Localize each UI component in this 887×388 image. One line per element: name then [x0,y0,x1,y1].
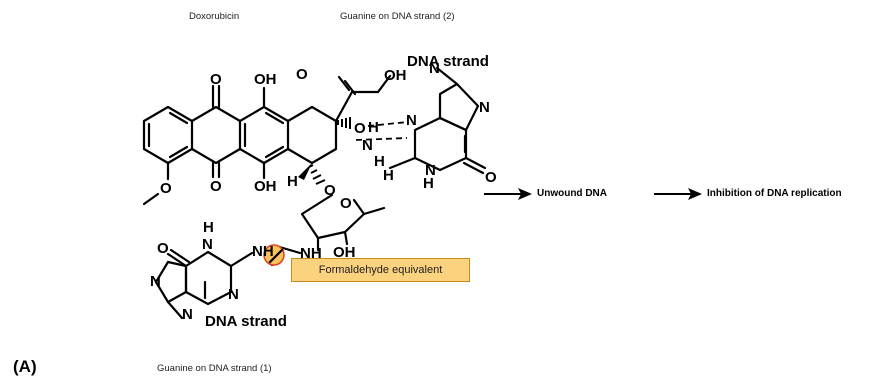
guanine-strand-2-label: Guanine on DNA strand (2) [340,11,455,22]
guanine-bottom [154,248,254,320]
formaldehyde-equivalent-box: Formaldehyde equivalent [291,258,470,282]
atom-h-top-n1: H [423,175,434,192]
guanine-top [388,66,487,175]
guanine-top-five-ring [438,82,480,132]
atom-o-glycosidic: O [324,182,336,199]
arrow-2 [654,188,702,200]
guanine-bottom-five-ring [154,260,188,304]
atom-o-bottom-carbonyl: O [157,240,169,257]
formaldehyde-carbon-circle [263,244,285,266]
atom-h-hydroxyl: H [368,119,379,136]
atom-h-top-nh2b: H [383,167,394,184]
atom-oh-sugar: OH [333,244,356,261]
atom-nh-sugar: NH [300,245,322,262]
formaldehyde-equivalent-label: Formaldehyde equivalent [318,264,443,276]
atom-o-ketone: O [296,66,308,83]
panel-label: (A) [13,357,37,376]
atom-oh-primary: OH [384,67,407,84]
wedge-bond-h [298,163,312,180]
atom-nh-bottom: NH [252,243,274,260]
hashed-bond-oh [337,117,351,129]
inhibition-label: Inhibition of DNA replication [707,188,842,199]
ring-a [142,105,194,165]
guanine-bottom-six-ring [184,250,233,306]
atom-o-quinone-bottom: O [210,178,222,195]
atom-n-top-1: N [429,60,440,77]
atom-n-bottom-4: N [182,306,193,323]
atom-n-bottom-1: N [202,236,213,253]
atom-o-top-carbonyl: O [485,169,497,186]
dna-strand-label-bottom: DNA strand [205,313,287,330]
doxorubicin-label: Doxorubicin [189,11,240,22]
doxorubicin-structure [142,74,392,267]
atom-n-top-2: N [479,99,490,116]
sugar-ring [300,193,366,240]
atom-o-hydroxyl: O [354,120,366,137]
atom-h-c7: H [287,173,298,190]
atom-n-bottom-3: N [150,273,161,290]
atom-h-top-nh2: H [374,153,385,170]
arrow-1 [484,188,532,200]
atom-oh-phenol-top: OH [254,71,277,88]
ring-d [286,105,338,165]
ring-b [190,105,242,165]
atom-n-top-nh2: N [362,137,373,154]
ring-c [238,105,290,165]
hydrogen-bond-1 [367,121,409,127]
guanine-strand-1-label: Guanine on DNA strand (1) [157,363,272,374]
atom-o-sugar-ring: O [340,195,352,212]
atom-n-top-n1: N [425,162,436,179]
atom-n-top-3: N [406,112,417,129]
atom-n-bottom-2: N [228,286,239,303]
dna-strand-label-top: DNA strand [407,53,489,70]
atom-o-quinone-top: O [210,71,222,88]
unwound-dna-label: Unwound DNA [537,188,607,199]
hashed-bond-sugar [308,164,326,185]
atom-o-methoxy: O [160,180,172,197]
hydrogen-bond-2 [355,137,408,141]
atom-h-bottom: H [203,219,214,236]
atom-oh-phenol-bottom: OH [254,178,277,195]
